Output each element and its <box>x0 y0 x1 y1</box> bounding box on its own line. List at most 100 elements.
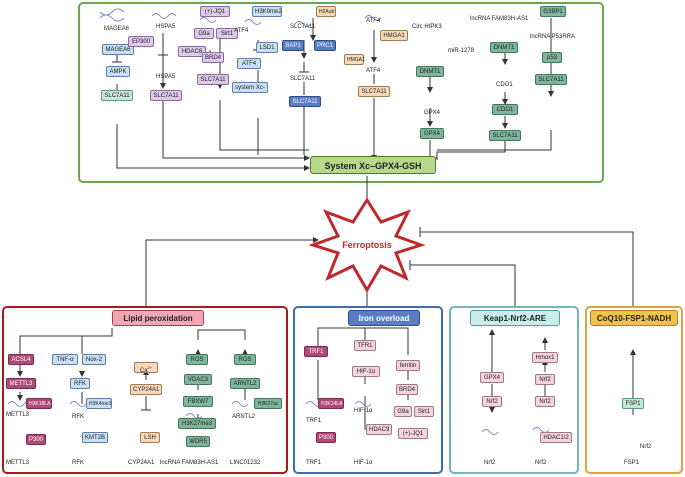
brd4-box: BRD4 <box>202 52 224 63</box>
hspa5-top: HSPA5 <box>156 24 176 30</box>
atf4-1: ATF4 <box>234 28 249 34</box>
hdac-box: HDAC1/2 <box>540 432 572 443</box>
linc01232: LINC01232 <box>230 460 261 466</box>
ros-box-2: ROS <box>234 354 256 365</box>
nrf2-gene-a: Nrf2 <box>484 460 496 466</box>
ampk-box: AMPK <box>106 66 130 77</box>
slc7a11-box-6: SLC7A11 <box>289 96 321 107</box>
h2aub-badge: H2Aub <box>316 6 336 17</box>
h3k27ac-badge: H3K27ac <box>254 398 282 409</box>
sirt1-iron: Sirt1 <box>414 406 434 417</box>
g9a-box: G9a <box>194 28 214 39</box>
kmt2b-box: KMT2B <box>82 432 108 443</box>
acsl4-box: ACSL4 <box>8 354 34 365</box>
nox2-box: Nox-2 <box>82 354 106 365</box>
gpx4-box: GPX4 <box>420 128 444 139</box>
nrf2-coq: Nrf2 <box>640 444 652 450</box>
fsp1-gene: FSP1 <box>624 460 640 466</box>
ros-box-1: ROS <box>186 354 208 365</box>
gpx4-keap: GPX4 <box>480 372 504 383</box>
nrf2-box-a: Nrf2 <box>482 396 502 407</box>
cyp24a1-b: CYP24A1 <box>128 460 155 466</box>
lncrna-p53rra: lncRNA P53RRA <box>530 34 576 40</box>
ferroptosis-star <box>308 197 426 293</box>
hmga1-box: HMGA1 <box>380 30 408 41</box>
atf4-box-1: ATF4 <box>237 58 261 69</box>
p300-box: P300 <box>26 434 46 445</box>
rfk-gene: RFK <box>72 414 84 420</box>
brd4-iron: BRD4 <box>396 384 418 395</box>
h3k9me2-box: H3K9me2 <box>252 6 282 17</box>
magea6-gene: MAGEA6 <box>104 26 130 32</box>
jq1-iron: (+)-JQ1 <box>398 428 428 439</box>
slc7a11-box-7: SLC7A11 <box>358 86 390 97</box>
coq10-panel <box>585 306 683 474</box>
lipid-peroxidation-panel <box>2 306 288 474</box>
nrf2-box-b: Nrf2 <box>535 374 555 385</box>
iron-overload-panel <box>293 306 443 474</box>
ep300-box: EP300 <box>128 36 154 47</box>
nrf2-gene-b: Nrf2 <box>535 460 547 466</box>
p300-iron: P300 <box>316 432 336 443</box>
g9a-iron: G9a <box>394 406 412 417</box>
dnmt1-box-1: DNMT1 <box>416 66 444 77</box>
cdo1-box: CDO1 <box>492 104 518 115</box>
keap-title: Keap1-Nrf2-ARE <box>470 310 560 326</box>
tfr1-box: TFR1 <box>354 340 376 351</box>
iron-title: Iron overload <box>348 310 420 326</box>
lsh-box: LSH <box>140 432 160 443</box>
ferritin-box: ferritin <box>396 360 420 371</box>
trf1-box: TRF1 <box>304 346 328 357</box>
h3k14la-badge: H3K14LA <box>318 398 344 409</box>
lncrna-fam-lipid: lncRNA FAM83H-AS1 <box>160 460 219 466</box>
dnmt1-box-2: DNMT1 <box>490 42 518 53</box>
sirt1-box: Sirt1 <box>216 28 238 39</box>
fbxw7-box: FBXW7 <box>183 396 213 407</box>
circ-hipk3: Circ HIPK3 <box>412 24 442 30</box>
jq1-box: (+)-JQ1 <box>200 6 230 17</box>
h3k4me3-badge: H3K4me3 <box>86 398 112 409</box>
hif1a-b: HIF-1α <box>354 460 373 466</box>
magea6-box: MAGEA6 <box>102 44 134 55</box>
slc7a11-label-4: SLC7A11 <box>290 24 316 30</box>
slc7a11-box-1: SLC7A11 <box>101 90 133 101</box>
nrf2-box-c: Nrf2 <box>535 396 555 407</box>
fsp1-box: FSP1 <box>622 398 644 409</box>
slc7a11-box-9: SLC7A11 <box>535 74 567 85</box>
gpx4-gene: GPX4 <box>424 110 441 116</box>
slc7a11-box-8: SLC7A11 <box>489 130 521 141</box>
mettl3-box-a: METTL3 <box>6 378 36 389</box>
wdr5-box: WDR5 <box>186 436 210 447</box>
keap1-panel <box>449 306 579 474</box>
arntl2-gene: ARNTL2 <box>232 414 256 420</box>
upregulation-panel <box>78 2 604 183</box>
lncrna-fam83h-as1: lncRNA FAM83H-AS1 <box>470 16 529 22</box>
tnfa-box: TNF-α <box>52 354 78 365</box>
mettl3-gene: METTL3 <box>6 412 30 418</box>
slc7a11-label-5: SLC7A11 <box>290 76 316 82</box>
mettl3-b: METTL3 <box>6 460 30 466</box>
ferroptosis-label: Ferroptosis <box>342 240 392 250</box>
atf4-2: ATF4 <box>366 18 381 24</box>
trf1-gene: TRF1 <box>306 418 321 424</box>
lsd1-box: LSD1 <box>256 42 278 53</box>
hdac6-box: HDAC6 <box>178 46 206 57</box>
arntl2-box: ARNTL2 <box>230 378 260 389</box>
p53-box: p53 <box>542 52 562 63</box>
rfk-box: RFK <box>70 378 90 389</box>
slc7a11-box-2: SLC7A11 <box>150 90 182 101</box>
trf1-b: TRF1 <box>306 460 321 466</box>
vdac3-box: VDAC3 <box>184 374 212 385</box>
lipid-title: Lipid peroxidation <box>112 310 204 326</box>
atf4-3: ATF4 <box>366 68 381 74</box>
bap1-box: BAP1 <box>282 40 304 51</box>
hspa5-bottom: HSPA5 <box>156 74 176 80</box>
h3k18la-badge: H3K18LA <box>26 398 52 409</box>
mir-1278: miR-1278 <box>448 48 475 54</box>
ca-box: Ca2+ <box>134 362 158 374</box>
hif1a-box: HIF-1α <box>352 366 380 377</box>
hmox1-box: Hmox1 <box>532 352 558 363</box>
cyp24a1-box: CYP24A1 <box>130 384 162 395</box>
coq-title: CoQ10-FSP1-NADH <box>590 310 678 326</box>
